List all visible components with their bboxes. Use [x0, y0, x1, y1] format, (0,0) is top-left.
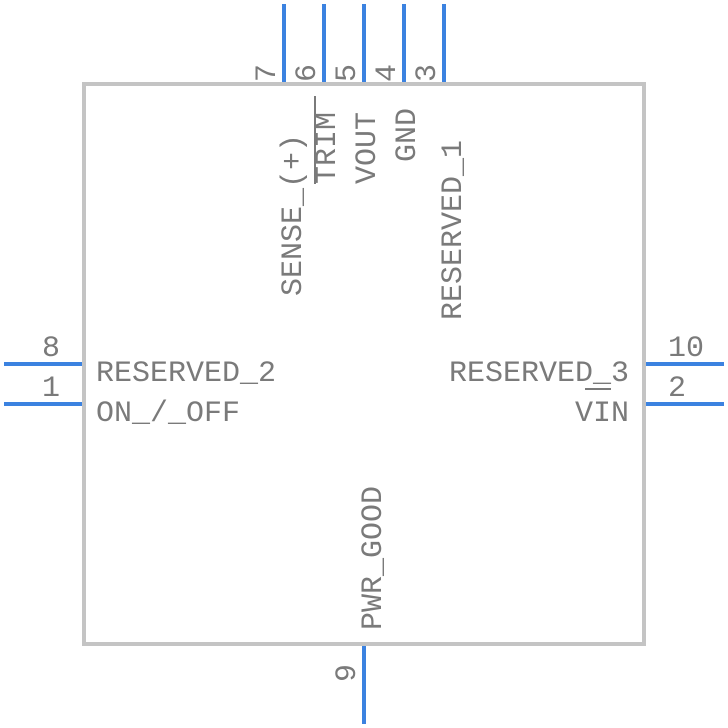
pin-1-number: 1 [42, 372, 60, 406]
pin-9-name: PWR_GOOD [357, 486, 391, 630]
pin-10-number: 10 [668, 332, 704, 366]
pin-6-number: 6 [291, 64, 325, 82]
pin-3-number: 3 [411, 64, 445, 82]
pin-10-name: RESERVED_3 [449, 357, 629, 391]
pin-5-number: 5 [331, 64, 365, 82]
pin-9-number: 9 [331, 664, 365, 682]
pin-4-number: 4 [371, 64, 405, 82]
pin-7-name: SENSE_(+) [277, 134, 311, 296]
pin-2-number: 2 [668, 372, 686, 406]
pin-1-name: ON_/_OFF [96, 397, 240, 431]
pin-5-name: VOUT [351, 112, 385, 184]
pin-6-name: TRIM [311, 112, 345, 184]
pin-3-name: RESERVED_1 [437, 140, 471, 320]
pin-8-number: 8 [42, 332, 60, 366]
pin-8-name: RESERVED_2 [96, 357, 276, 391]
pin-4-name: GND [391, 108, 425, 162]
pin-2-name: VIN [575, 397, 629, 431]
pin-7-number: 7 [251, 64, 285, 82]
component-body [82, 82, 646, 646]
